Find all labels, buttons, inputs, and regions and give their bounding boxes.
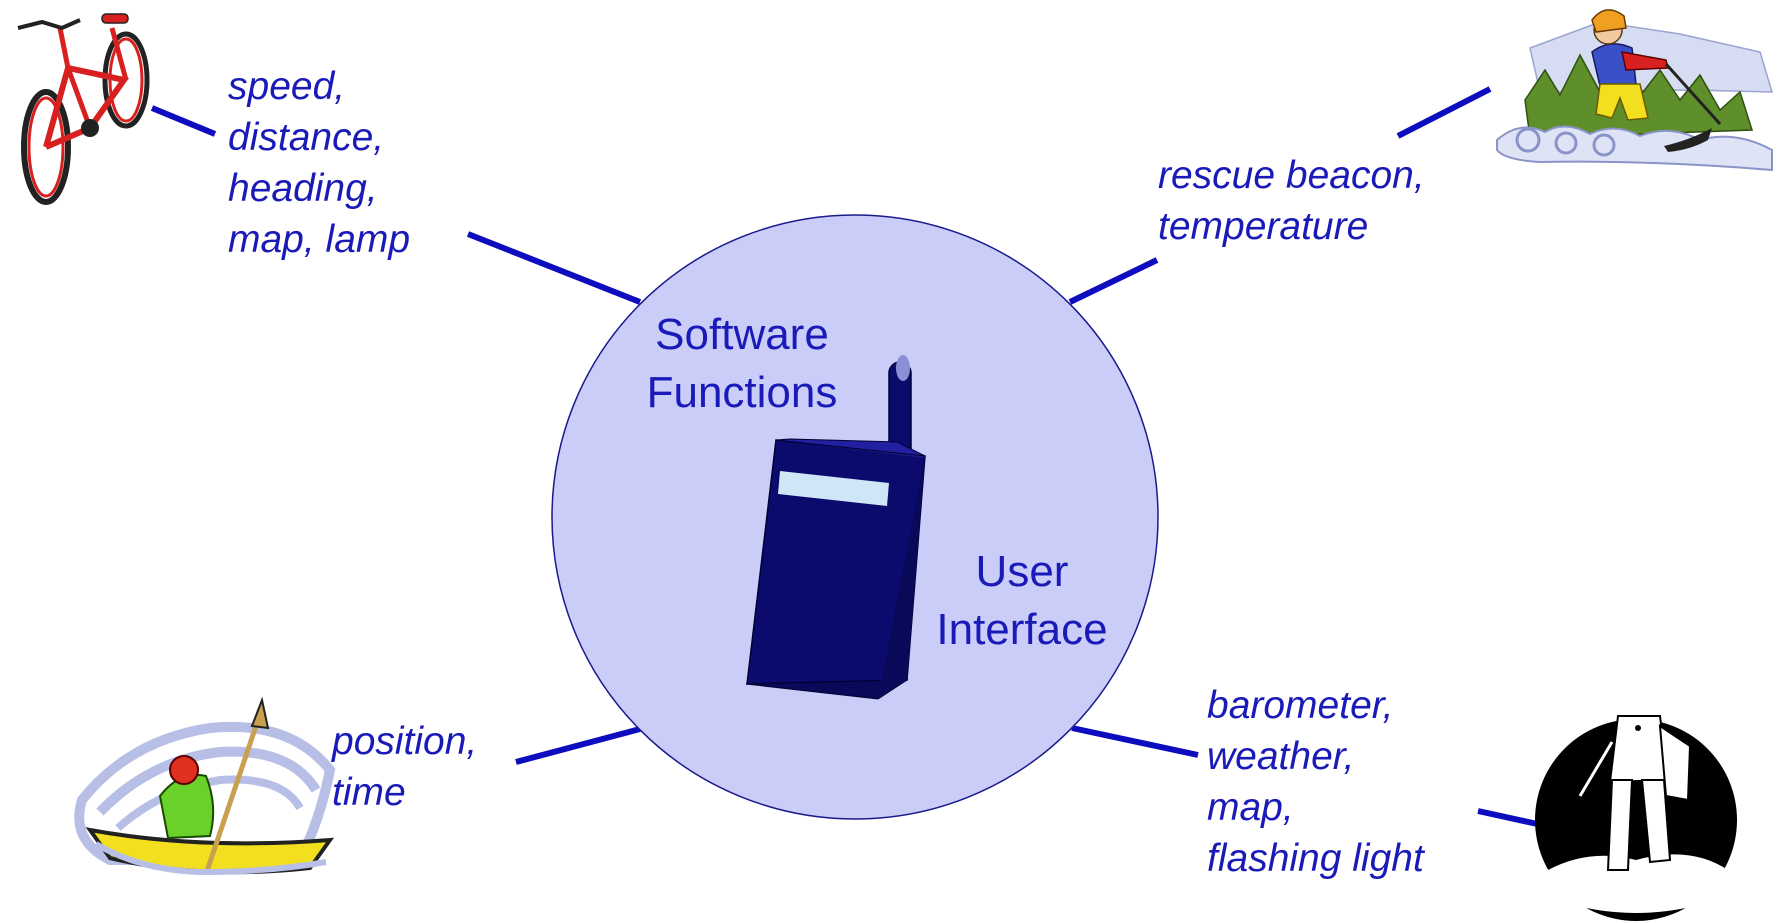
connector-cycling — [466, 231, 642, 305]
label-line: barometer, — [1207, 684, 1394, 727]
user-interface-label: User Interface — [912, 543, 1132, 659]
label-line: map, lamp — [228, 218, 411, 261]
label-line: distance, — [228, 116, 385, 159]
activity-label-skiing: rescue beacon, temperature — [1158, 150, 1425, 252]
connector-hiking — [1071, 725, 1199, 758]
label-line: Interface — [936, 605, 1108, 654]
skier-icon — [1496, 9, 1774, 172]
label-line: User — [975, 547, 1069, 596]
activity-label-cycling: speed, distance, heading, map, lamp — [228, 61, 410, 265]
bicycle-icon — [17, 13, 150, 205]
label-line: heading, — [228, 167, 378, 210]
kayaker-icon — [74, 696, 336, 876]
software-functions-label: Software Functions — [632, 306, 852, 422]
connector-skiing — [1396, 86, 1492, 139]
connector-hiking — [1477, 808, 1543, 828]
handheld-device-icon — [745, 355, 926, 700]
label-line: temperature — [1158, 205, 1369, 248]
label-line: position, — [332, 720, 478, 763]
label-line: map, — [1207, 786, 1294, 829]
hiker-icon — [1535, 700, 1737, 921]
connector-kayaking — [515, 726, 641, 765]
label-line: time — [332, 771, 406, 814]
label-line: Software — [655, 310, 829, 359]
label-line: speed, — [228, 65, 346, 108]
connector-skiing — [1068, 257, 1159, 305]
activity-label-hiking: barometer, weather, map, flashing light — [1207, 680, 1424, 884]
label-line: weather, — [1207, 735, 1355, 778]
label-line: Functions — [646, 368, 838, 417]
label-line: flashing light — [1207, 837, 1424, 880]
activity-label-kayaking: position, time — [332, 716, 477, 818]
label-line: rescue beacon, — [1158, 154, 1425, 197]
connector-cycling — [150, 105, 217, 137]
